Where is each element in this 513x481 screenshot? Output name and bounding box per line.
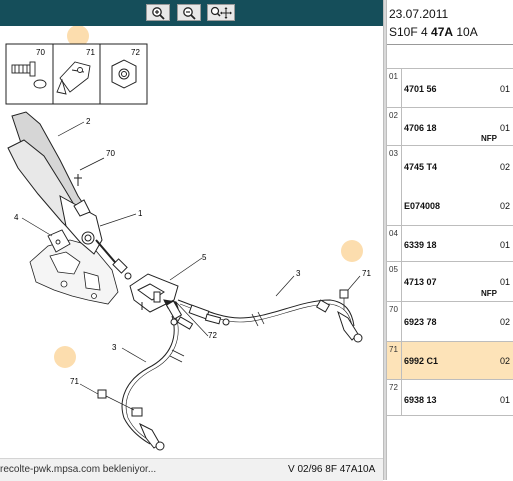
- part-note: NFP: [481, 134, 497, 143]
- parts-list-pane: 23.07.2011 S10F 4 47A 10A 01 4701 56 01 …: [387, 0, 513, 480]
- part-row-01[interactable]: 01 4701 56 01: [387, 68, 513, 108]
- cable-3-upper: [177, 289, 363, 343]
- pan-button[interactable]: [207, 4, 235, 21]
- part-row-02[interactable]: 02 4706 18 01 NFP: [387, 108, 513, 146]
- row-separator: [401, 146, 402, 225]
- row-separator: [401, 69, 402, 107]
- catalog-code-prefix: S10F 4: [389, 25, 432, 39]
- part-number: 4701 56: [404, 84, 437, 94]
- part-qty: 02: [500, 162, 511, 172]
- catalog-code-bold: 47A: [431, 25, 454, 39]
- part-number: 6923 78: [404, 317, 437, 327]
- callout-70: 70: [106, 149, 115, 158]
- part-qty: 01: [500, 84, 511, 94]
- row-separator: [401, 342, 402, 379]
- part-qty: 02: [500, 356, 511, 366]
- pane-splitter[interactable]: [383, 0, 387, 480]
- row-separator: [401, 380, 402, 415]
- callout-72-box: 72: [131, 48, 140, 57]
- lever-handle: [7, 111, 103, 255]
- part-number: 6339 18: [404, 240, 437, 250]
- callout-4: 4: [14, 213, 19, 222]
- hotspot-circle[interactable]: [341, 240, 363, 262]
- part-qty: 01: [500, 395, 511, 405]
- part-qty: 02: [500, 317, 511, 327]
- part-ref: 03: [389, 149, 398, 158]
- part-row-72[interactable]: 72 6938 13 01: [387, 380, 513, 416]
- callout-70-box: 70: [36, 48, 45, 57]
- part-qty: 01: [500, 240, 511, 250]
- part-number: 6992 C1: [404, 356, 439, 366]
- part-ref: 04: [389, 229, 398, 238]
- zoom-in-button[interactable]: [146, 4, 170, 21]
- zoom-out-button[interactable]: [177, 4, 201, 21]
- callout-71-right: 71: [362, 269, 371, 278]
- hotspot-circle[interactable]: [54, 346, 76, 368]
- zoom-in-icon: [152, 6, 165, 20]
- row-separator: [401, 226, 402, 261]
- part-ref: 72: [389, 383, 398, 392]
- part-note: NFP: [481, 289, 497, 298]
- part-ref: 02: [389, 111, 398, 120]
- part-row-03[interactable]: 03 4745 T4 02 E074008 02: [387, 146, 513, 226]
- zoom-out-icon: [183, 6, 196, 20]
- callout-2: 2: [86, 117, 91, 126]
- part-number-alt: E074008: [404, 201, 441, 211]
- header-divider: [387, 44, 513, 45]
- row-separator: [401, 108, 402, 145]
- leader-lines: [21, 121, 361, 395]
- toolbar: [0, 0, 383, 26]
- status-bar: recolte-pwk.mpsa.com bekleniyor... V 02/…: [0, 458, 383, 481]
- part-row-71-selected[interactable]: 71 6992 C1 02: [387, 342, 513, 380]
- row-separator: [401, 302, 402, 341]
- part-number: 6938 13: [404, 395, 437, 405]
- catalog-date: 23.07.2011: [389, 7, 449, 21]
- row-separator: [401, 262, 402, 301]
- part-number: 4713 07: [404, 277, 437, 287]
- cable-rod: [95, 239, 132, 280]
- part-qty: 01: [500, 277, 511, 287]
- callout-5: 5: [202, 253, 207, 262]
- part-ref: 71: [389, 345, 398, 354]
- part-row-04[interactable]: 04 6339 18 01: [387, 226, 513, 262]
- screw-70: [74, 157, 105, 186]
- part-number: 4745 T4: [404, 162, 438, 172]
- diagram-pane[interactable]: 70 71 72: [0, 0, 383, 481]
- bolt-icon: [11, 61, 47, 89]
- part-qty: 01: [500, 123, 511, 133]
- callout-72: 72: [208, 331, 217, 340]
- part-number: 4706 18: [404, 123, 437, 133]
- nut-icon: [111, 59, 137, 89]
- callout-1: 1: [138, 209, 143, 218]
- part-ref: 01: [389, 72, 398, 81]
- part-row-70[interactable]: 70 6923 78 02: [387, 302, 513, 342]
- cable-3-lower: [97, 300, 194, 451]
- callout-3-upper: 3: [296, 269, 301, 278]
- callout-71-box: 71: [86, 48, 95, 57]
- callout-71-left: 71: [70, 377, 79, 386]
- catalog-code: S10F 4 47A 10A: [389, 25, 478, 39]
- part-row-05[interactable]: 05 4713 07 01 NFP: [387, 262, 513, 302]
- loading-status-text: recolte-pwk.mpsa.com bekleniyor...: [0, 464, 157, 475]
- callout-3-lower: 3: [112, 343, 117, 352]
- clip-icon: [56, 61, 91, 95]
- parts-diagram[interactable]: 70 71 72: [0, 26, 383, 458]
- hardware-detail-box: 70 71 72: [5, 43, 148, 105]
- part-ref: 70: [389, 305, 398, 314]
- pan-icon: [210, 6, 232, 19]
- hotspot-circle[interactable]: [67, 26, 89, 47]
- catalog-code-suffix: 10A: [453, 25, 478, 39]
- lever-item-4: [47, 229, 71, 253]
- part-qty-alt: 02: [500, 201, 511, 211]
- part-ref: 05: [389, 265, 398, 274]
- diagram-reference: V 02/96 8F 47A10A: [288, 464, 376, 475]
